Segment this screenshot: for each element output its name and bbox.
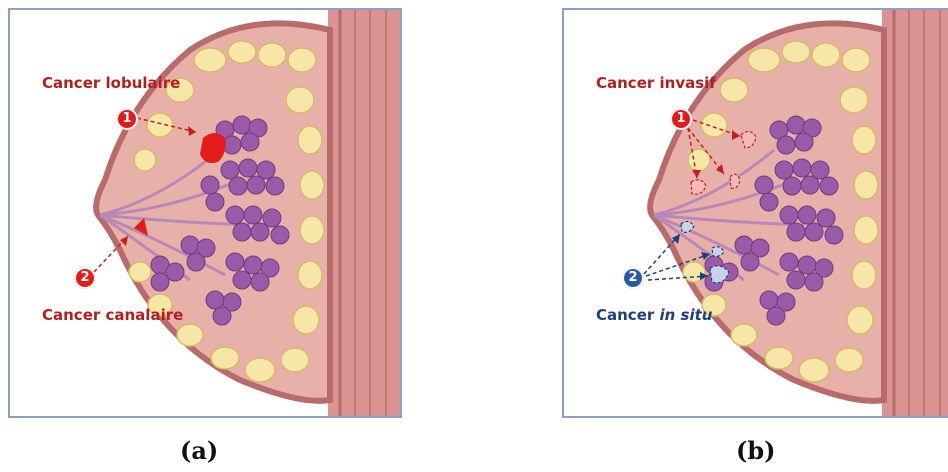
caption-b: (b): [736, 436, 776, 465]
caption-a: (a): [180, 436, 218, 465]
panel-b-image: Cancer invasif 1 2 Cancer in situ: [562, 8, 948, 418]
label-invasive-cancer: Cancer invasif: [596, 74, 716, 92]
label-lobular-cancer: Cancer lobulaire: [42, 74, 180, 92]
label-in-situ-cancer: Cancer in situ: [596, 306, 712, 324]
marker-2: 2: [74, 267, 96, 289]
breast-anatomy-illustration: [10, 10, 402, 418]
label-in-situ-prefix: Cancer: [596, 306, 660, 324]
marker-1: 1: [670, 108, 692, 130]
marker-1: 1: [116, 108, 138, 130]
marker-2: 2: [622, 267, 644, 289]
breast-anatomy-illustration: [564, 10, 948, 418]
label-ductal-cancer: Cancer canalaire: [42, 306, 183, 324]
panel-a-image: Cancer lobulaire 1 2 Cancer canalaire: [8, 8, 402, 418]
label-in-situ-italic: in situ: [660, 306, 713, 324]
